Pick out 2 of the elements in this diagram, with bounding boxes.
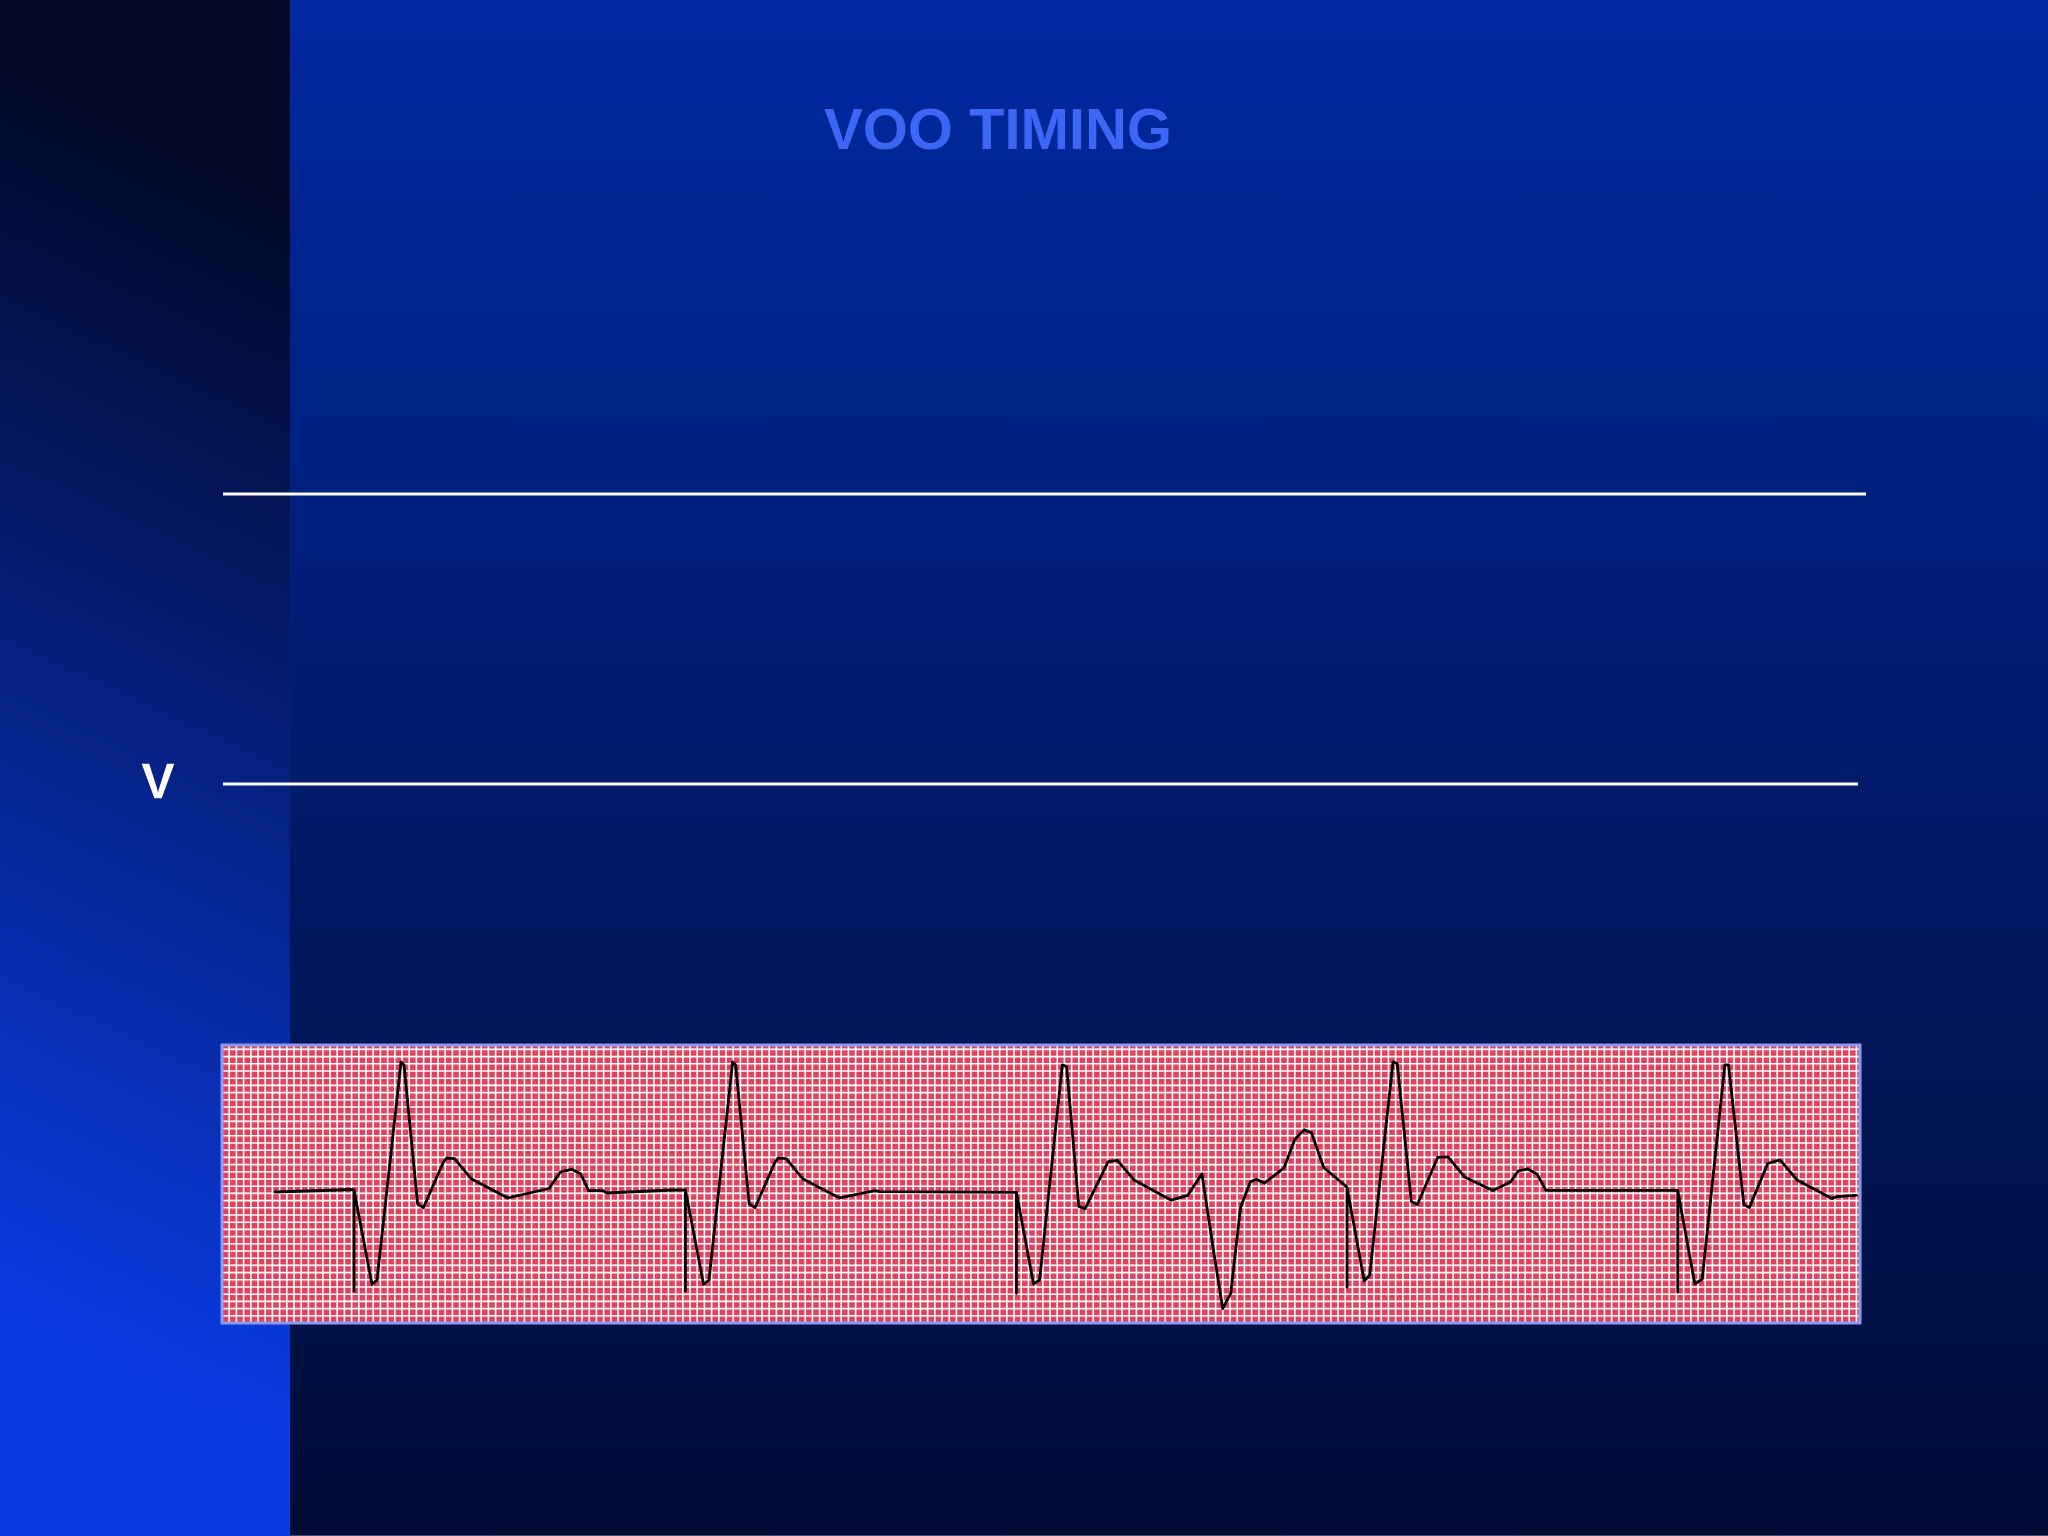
channel-label: V <box>141 763 175 799</box>
title: VOO TIMING <box>824 108 1169 150</box>
